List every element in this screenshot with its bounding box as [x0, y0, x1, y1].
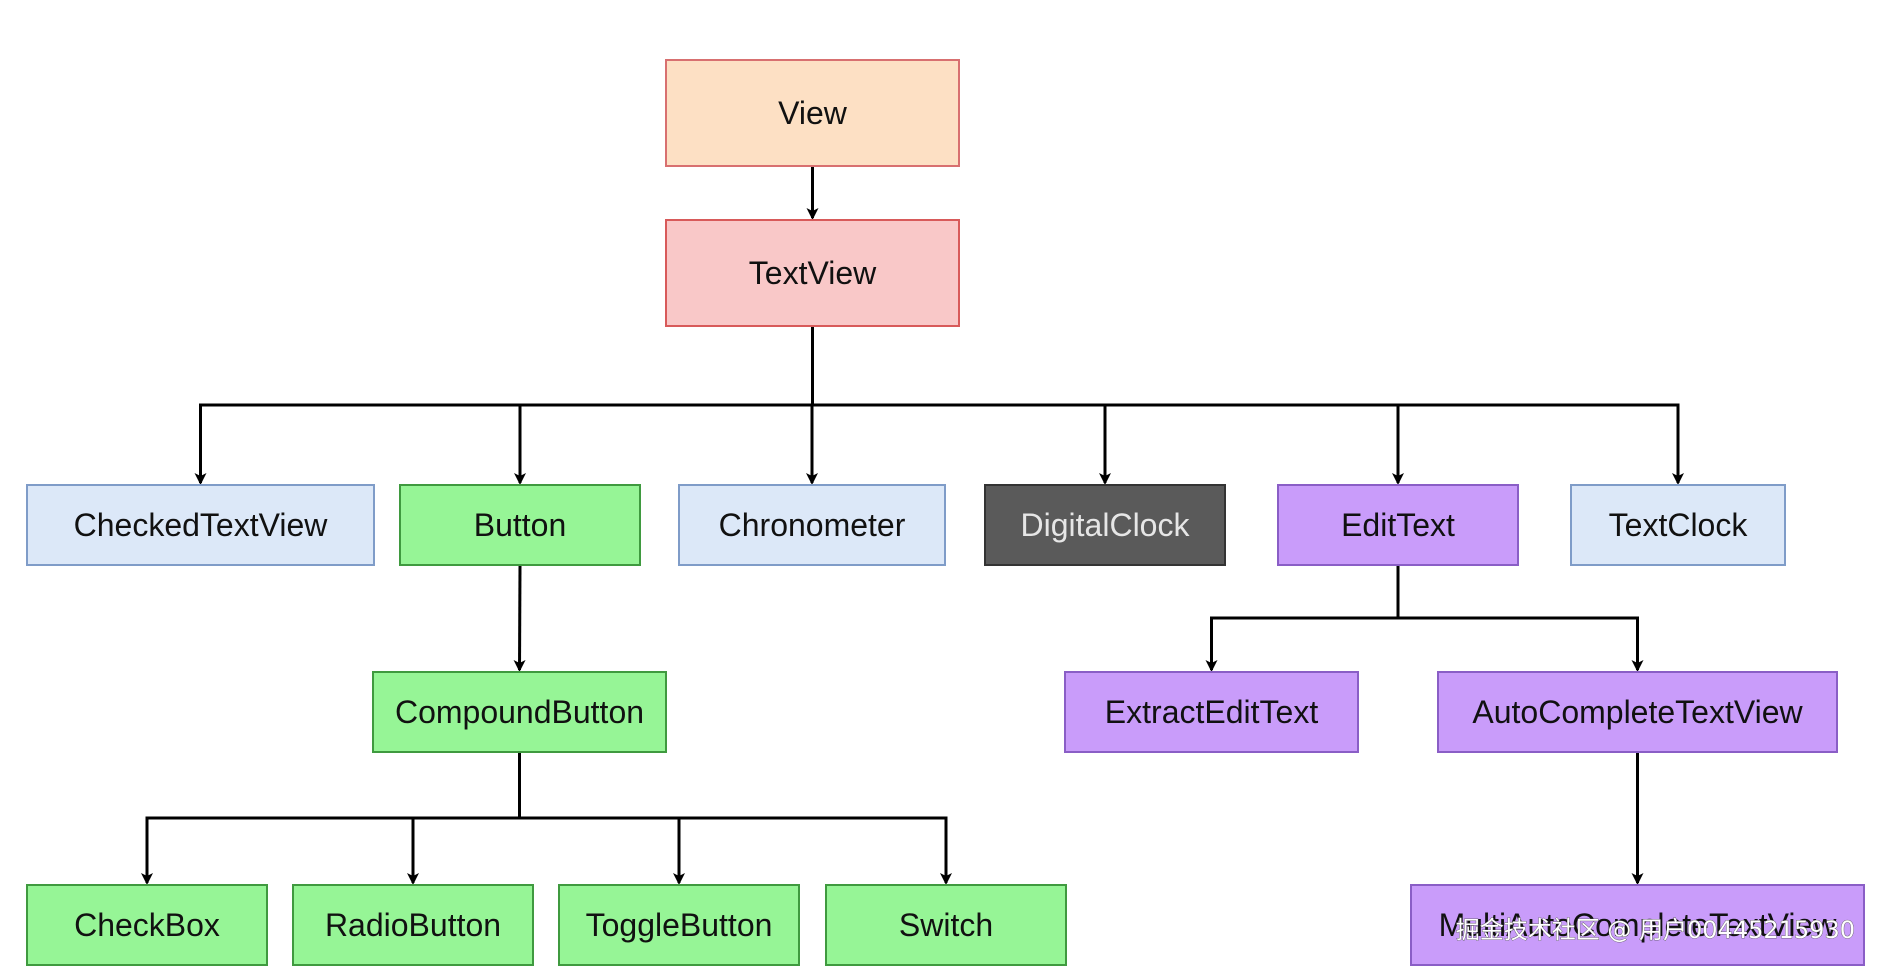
- edge-compoundbutton-to-switch: [518, 752, 952, 885]
- node-label-view: View: [778, 95, 848, 131]
- edge-compoundbutton-to-radiobutton: [407, 752, 521, 885]
- node-checkedtextview: CheckedTextView: [26, 484, 375, 566]
- node-label-multiautocompletetextview: MultiAutoCompleteTextView: [1439, 907, 1838, 943]
- node-radiobutton: RadioButton: [292, 884, 534, 966]
- node-box-textview: [665, 219, 960, 327]
- node-box-autocompletetextview: [1437, 671, 1838, 753]
- node-box-extractedittext: [1064, 671, 1359, 753]
- node-textview: TextView: [665, 219, 960, 327]
- node-label-edittext: EditText: [1341, 507, 1455, 543]
- node-multiautocompletetextview: MultiAutoCompleteTextView: [1410, 884, 1865, 966]
- node-togglebutton: ToggleButton: [558, 884, 800, 966]
- node-box-togglebutton: [558, 884, 800, 966]
- node-label-checkbox: CheckBox: [74, 907, 220, 943]
- node-label-digitalclock: DigitalClock: [1021, 507, 1191, 543]
- edge-edittext-to-autocompletetextview: [1396, 565, 1644, 672]
- node-label-button: Button: [474, 507, 567, 543]
- node-extractedittext: ExtractEditText: [1064, 671, 1359, 753]
- node-box-digitalclock: [984, 484, 1226, 566]
- edge-button-to-compoundbutton: [513, 564, 526, 672]
- node-button: Button: [399, 484, 641, 566]
- node-chronometer: Chronometer: [678, 484, 946, 566]
- node-label-extractedittext: ExtractEditText: [1105, 694, 1319, 730]
- node-label-autocompletetextview: AutoCompleteTextView: [1472, 694, 1803, 730]
- node-box-checkedtextview: [26, 484, 375, 566]
- node-label-textclock: TextClock: [1609, 507, 1749, 543]
- node-label-textview: TextView: [749, 255, 877, 291]
- node-box-edittext: [1277, 484, 1519, 566]
- node-box-view: [665, 59, 960, 167]
- node-switch: Switch: [825, 884, 1067, 966]
- node-compoundbutton: CompoundButton: [372, 671, 667, 753]
- node-box-compoundbutton: [372, 671, 667, 753]
- watermark-text: 掘金技术社区 @ 用户00445215930: [1456, 916, 1855, 944]
- node-digitalclock: DigitalClock: [984, 484, 1226, 566]
- edge-edittext-to-extractedittext: [1205, 565, 1400, 672]
- edges-layer: [141, 166, 1684, 885]
- node-edittext: EditText: [1277, 484, 1519, 566]
- node-label-radiobutton: RadioButton: [325, 907, 501, 943]
- node-box-chronometer: [678, 484, 946, 566]
- edge-textview-to-textclock: [811, 326, 1684, 485]
- node-box-radiobutton: [292, 884, 534, 966]
- node-label-switch: Switch: [899, 907, 993, 943]
- node-label-chronometer: Chronometer: [719, 507, 906, 543]
- node-textclock: TextClock: [1570, 484, 1786, 566]
- node-label-compoundbutton: CompoundButton: [395, 694, 644, 730]
- node-box-switch: [825, 884, 1067, 966]
- node-checkbox: CheckBox: [26, 884, 268, 966]
- node-autocompletetextview: AutoCompleteTextView: [1437, 671, 1838, 753]
- node-label-checkedtextview: CheckedTextView: [74, 507, 329, 543]
- node-label-togglebutton: ToggleButton: [586, 907, 773, 943]
- node-view: View: [665, 59, 960, 167]
- node-box-multiautocompletetextview: [1410, 884, 1865, 966]
- node-box-checkbox: [26, 884, 268, 966]
- node-box-button: [399, 484, 641, 566]
- edge-textview-to-button: [514, 326, 814, 485]
- node-box-textclock: [1570, 484, 1786, 566]
